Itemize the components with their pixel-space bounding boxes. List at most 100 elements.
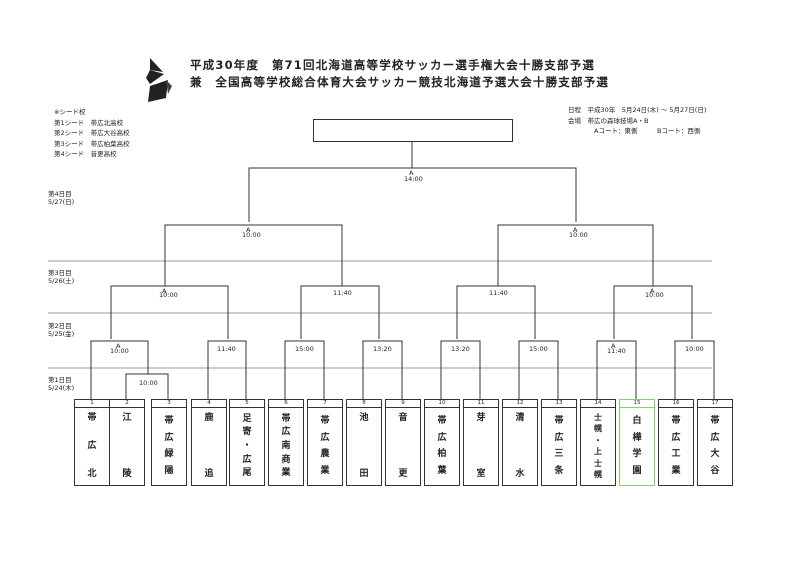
team-number: 3	[152, 400, 186, 408]
team-name-char: 帯	[281, 413, 291, 424]
team-name-char: 広	[671, 432, 681, 443]
match-time: 11:40	[333, 289, 352, 297]
team-name: 足寄・広尾	[242, 408, 251, 485]
seed-heading: ※シード校	[54, 108, 86, 116]
match-time: 10:00	[110, 347, 129, 355]
team-name-char: 追	[204, 469, 214, 479]
team-number: 4	[192, 400, 226, 408]
team-number: 14	[581, 400, 615, 408]
day-label: 第1日目	[48, 376, 72, 384]
match-time: 10:00	[159, 291, 178, 299]
day-date: 5/24(木)	[48, 384, 75, 392]
team-name: 帯広北	[87, 408, 96, 485]
court-marker: A	[246, 226, 251, 234]
team-name-char: 更	[398, 469, 408, 479]
team-name-char: 大	[710, 449, 720, 460]
seed-row: 第3シード 帯広柏葉高校	[54, 139, 130, 148]
team-name-char: 帯	[437, 416, 447, 427]
match-time: 10:00	[645, 291, 664, 299]
team-number: 16	[659, 400, 693, 408]
team-name-char: 清	[515, 413, 525, 423]
team-name-char: 寄	[242, 427, 252, 438]
court-marker: A	[650, 287, 655, 295]
team-name-char: ・	[242, 440, 252, 451]
match-time: 10:00	[242, 231, 261, 239]
team-name-char: 広	[320, 432, 330, 443]
team-name-char: 芽	[476, 413, 486, 423]
venue-value: 帯広の森球技場A・B	[587, 116, 649, 125]
team-name-char: 広	[554, 432, 564, 443]
team-name-char: 白	[632, 416, 642, 427]
team-name: 清水	[515, 408, 524, 485]
team-name-char: 農	[320, 449, 330, 460]
venue-label: 会場	[568, 116, 581, 125]
team-box: 8 池田	[346, 399, 382, 486]
team-number: 11	[464, 400, 498, 408]
team-name: 帯広農業	[320, 408, 329, 485]
team-number: 8	[347, 400, 381, 408]
team-name-char: 士	[594, 458, 602, 468]
team-name: 音更	[398, 408, 407, 485]
team-number: 2	[110, 400, 144, 408]
team-name: 鹿追	[204, 408, 213, 485]
team-name-char: 帯	[671, 416, 681, 427]
team-name-char: 池	[359, 413, 369, 423]
team-name: 帯広柏葉	[437, 408, 446, 485]
team-name-char: ・	[594, 435, 602, 445]
team-name-char: 柏	[437, 449, 447, 460]
match-time: 10:00	[569, 231, 588, 239]
day-label: 第2日目	[48, 322, 72, 330]
dates-label: 日程	[568, 106, 581, 114]
team-name: 帯広緑陽	[164, 408, 173, 485]
match-time: 10:00	[139, 379, 158, 387]
team-number: 1	[75, 400, 109, 408]
court-marker: A	[162, 287, 167, 295]
court-marker: A	[409, 169, 414, 177]
team-name: 帯広南商業	[281, 408, 290, 485]
team-name: 芽室	[476, 408, 485, 485]
team-number: 10	[425, 400, 459, 408]
team-number: 12	[503, 400, 537, 408]
team-number: 17	[698, 400, 732, 408]
team-number: 13	[542, 400, 576, 408]
team-name-char: 業	[320, 465, 330, 476]
team-name-char: 帯	[320, 416, 330, 427]
match-time: 15:00	[529, 345, 548, 353]
match-time-final: 14:00	[404, 175, 423, 183]
team-name-char: 鹿	[204, 413, 214, 423]
title-line-2: 兼 全国高等学校総合体育大会サッカー競技北海道予選大会十勝支部予選	[190, 75, 610, 89]
team-name: 帯広大谷	[710, 408, 719, 485]
team-name-char: 足	[242, 413, 252, 424]
seed-row: 第4シード 音更高校	[54, 150, 117, 158]
team-number: 6	[269, 400, 303, 408]
court-b: Bコート：西側	[656, 127, 701, 135]
match-time: 13:20	[451, 345, 470, 353]
team-name-char: 幌	[594, 424, 602, 434]
day-label: 第3日目	[48, 269, 72, 277]
team-name-char: 条	[554, 465, 564, 476]
team-name: 白樺学園	[632, 408, 641, 485]
seed-list: ※シード校 第1シード 帯広北高校 第2シード 帯広大谷高校 第3シード 帯広柏…	[54, 107, 130, 160]
team-name-char: 葉	[437, 465, 447, 476]
dates-value: 平成30年 5月24日(木) ～ 5月27日(日)	[587, 106, 707, 114]
team-name-char: 上	[594, 447, 602, 457]
team-name-char: 学	[632, 449, 642, 460]
team-name: 士幌・上士幌	[594, 408, 602, 485]
match-time: 10:00	[685, 345, 704, 353]
team-name-char: 田	[359, 469, 369, 479]
title-line-1: 平成30年度 第71回北海道高等学校サッカー選手権大会十勝支部予選	[190, 58, 596, 72]
team-name-char: 南	[281, 440, 291, 451]
team-name-char: 樺	[632, 432, 642, 443]
team-name-char: 商	[281, 454, 291, 465]
